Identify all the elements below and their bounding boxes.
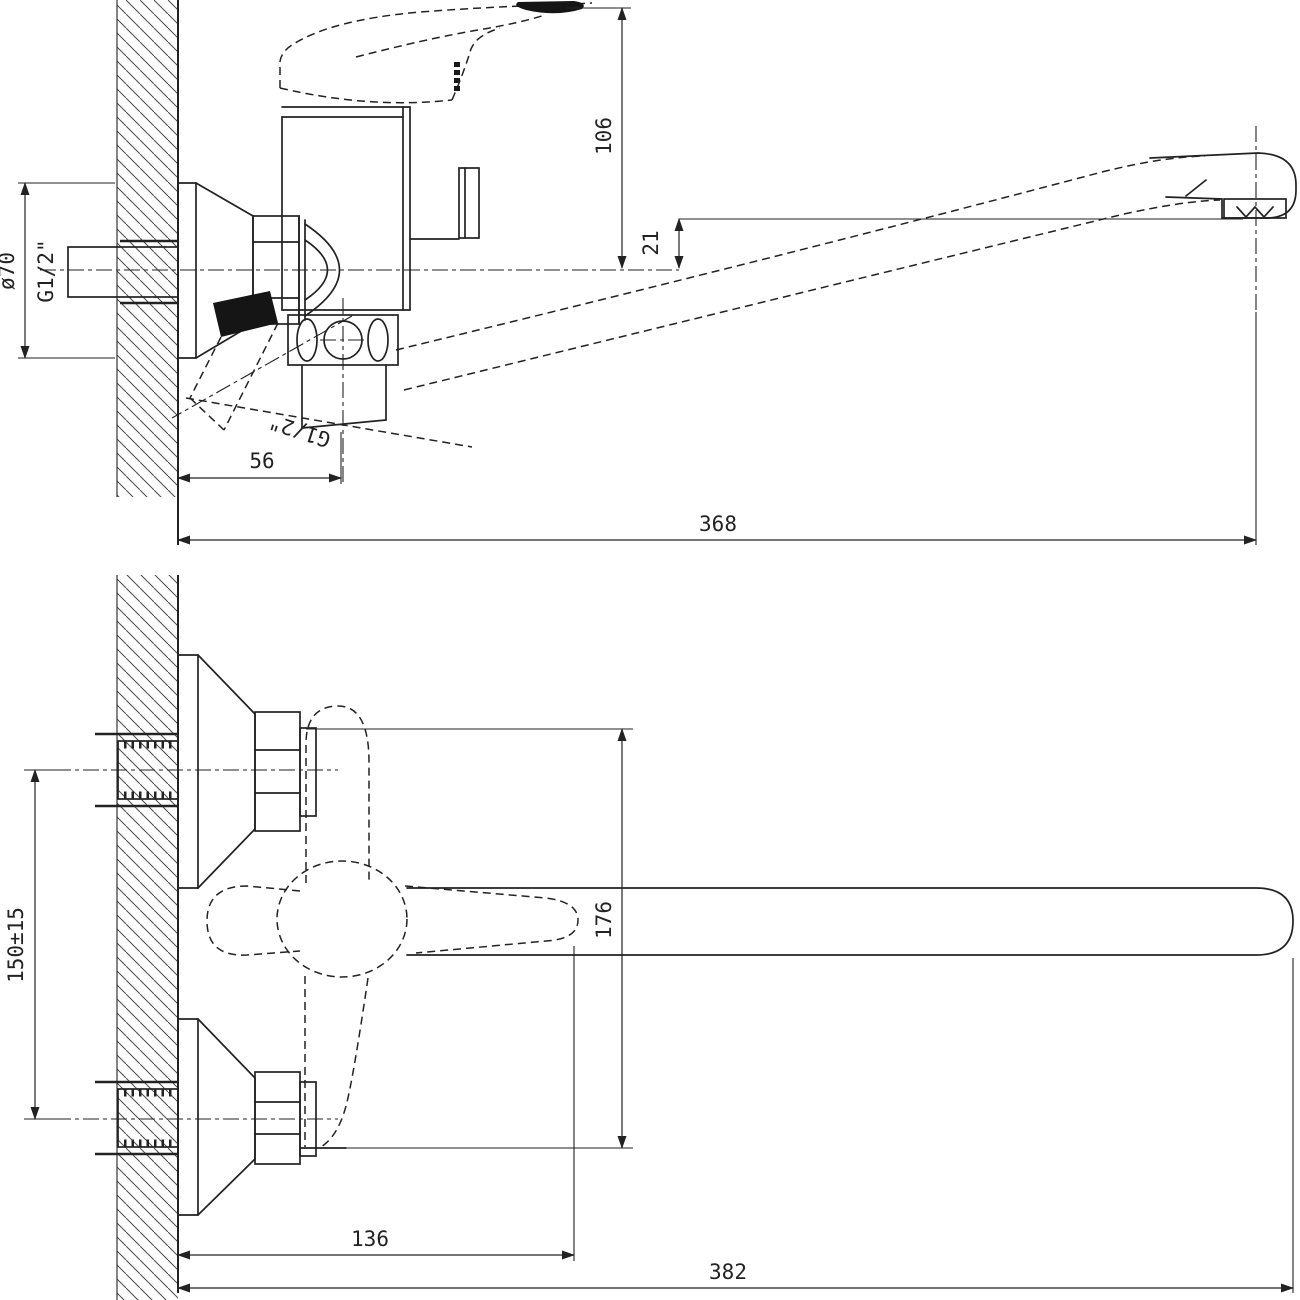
inlet-pipe-side (67, 239, 179, 305)
dimension-flange-diameter: ø70 G1/2" (0, 182, 115, 359)
faucet-body-side (281, 106, 411, 311)
flange-diameter-label: ø70 (0, 252, 19, 290)
upper-nut-front (254, 711, 301, 832)
dim-150-label: 150±15 (4, 907, 28, 983)
lower-nut-front (254, 1071, 301, 1165)
handle-tip (516, 1, 584, 14)
dimension-56: 56 (177, 432, 342, 484)
lever-handle-front (206, 860, 579, 978)
side-view: G1/2" ø70 G1/2" 106 (0, 0, 1297, 545)
dim-382-label: 382 (709, 1260, 747, 1284)
inlet-thread-label: G1/2" (34, 239, 58, 302)
diverter-knob-side (409, 167, 480, 240)
dimension-136: 136 (177, 946, 575, 1261)
dimension-368: 368 (177, 512, 1257, 545)
dim-368-label: 368 (699, 512, 737, 536)
dim-136-label: 136 (351, 1227, 389, 1251)
lower-connection-front (55, 1018, 347, 1216)
dimension-382: 382 (177, 958, 1294, 1293)
dimension-21: 21 (639, 218, 1243, 269)
aerator (1223, 198, 1287, 219)
dim-106-label: 106 (592, 117, 616, 155)
lever-handle-side (279, 1, 593, 104)
dim-176-label: 176 (592, 901, 616, 939)
dimension-176: 176 (306, 728, 633, 1149)
dimension-106: 106 (566, 7, 631, 269)
front-view: 150±15 176 136 382 (4, 575, 1294, 1300)
spout-tip (1149, 152, 1297, 219)
spout-side (395, 126, 1297, 545)
dim-21-label: 21 (639, 230, 663, 255)
wall-hatch-side (116, 0, 179, 545)
shower-thread-label: G1/2" (266, 409, 334, 451)
faucet-body-front (304, 705, 370, 1148)
spout-collar-side (287, 298, 399, 484)
dim-56-label: 56 (249, 449, 274, 473)
dimension-150: 150±15 (4, 769, 60, 1120)
upper-connection-front (55, 654, 338, 889)
wall-hatch-front (116, 575, 179, 1300)
spout-front (406, 887, 1294, 956)
